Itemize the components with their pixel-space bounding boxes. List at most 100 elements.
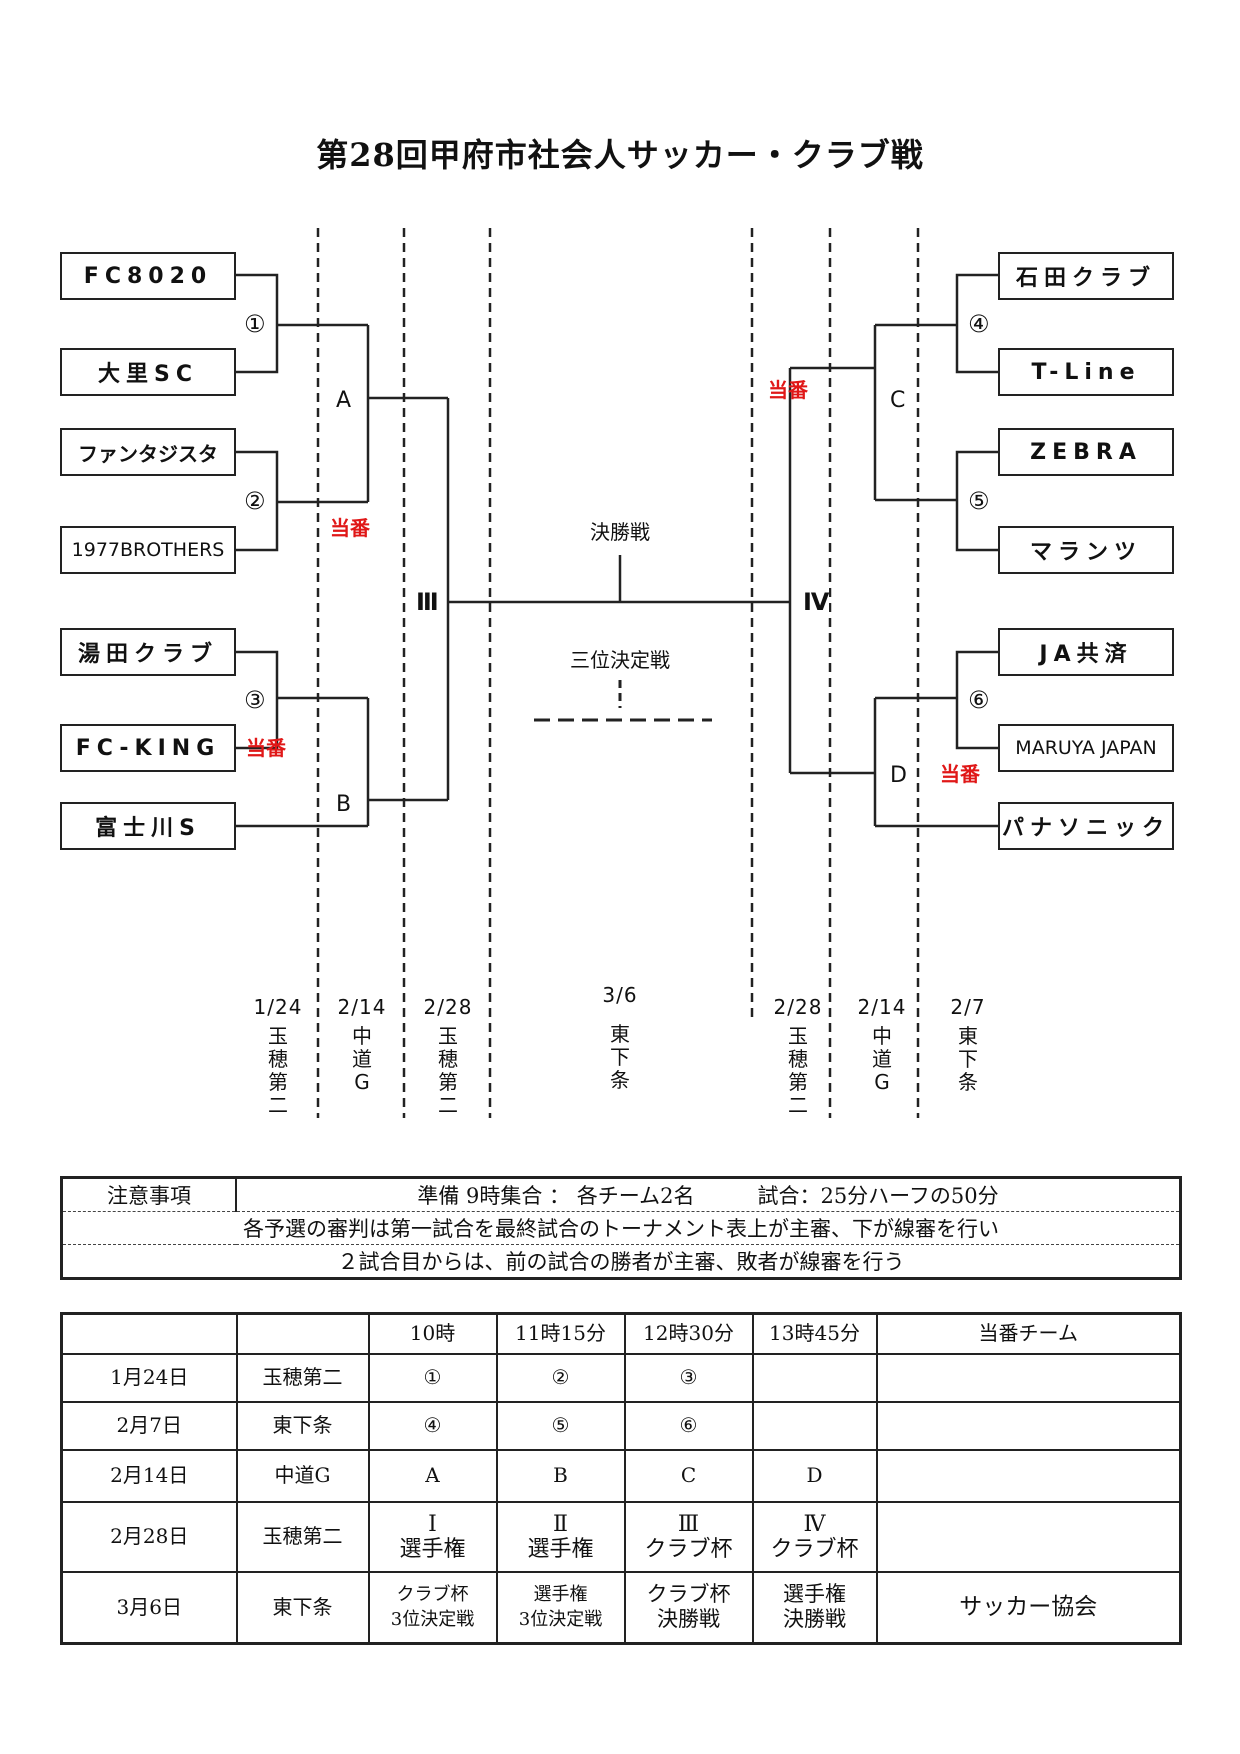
table-header-cell: 12時30分: [623, 1312, 754, 1355]
schedule-column: 2/14 中道G: [332, 996, 392, 1094]
notes-line: 各予選の審判は第一試合を最終試合のトーナメント表上が主審、下が線審を行い: [61, 1211, 1181, 1245]
table-cell: ③: [623, 1352, 754, 1403]
table-cell: [875, 1400, 1182, 1451]
duty-label: 当番: [940, 762, 980, 786]
table-cell: Ⅰ 選手権: [367, 1500, 498, 1573]
team-ishida-club: 石田クラブ: [998, 252, 1174, 300]
table-cell: 3月6日: [60, 1570, 238, 1645]
team-t-line: T-Line: [998, 348, 1174, 396]
table-header-cell: [60, 1312, 238, 1355]
table-row: 2月7日 東下条 ④ ⑤ ⑥: [60, 1400, 1182, 1451]
table-cell: Ⅳ クラブ杯: [751, 1500, 878, 1573]
team-osato-sc: 大里SC: [60, 348, 236, 396]
table-cell: 東下条: [235, 1400, 370, 1451]
round-label-c: C: [890, 388, 906, 413]
schedule-date: 2/7: [950, 995, 986, 1019]
schedule-column: 3/6 東下条: [590, 984, 650, 1092]
table-row: 3月6日 東下条 クラブ杯 3位決定戦 選手権 3位決定戦 クラブ杯 決勝戦 選…: [60, 1570, 1182, 1645]
duty-label: 当番: [246, 736, 286, 760]
team-fc-king: FC-KING: [60, 724, 236, 772]
schedule-column: 2/28 玉穂第二: [418, 996, 478, 1117]
table-cell: ④: [367, 1400, 498, 1451]
table-cell: Ⅱ 選手権: [495, 1500, 626, 1573]
table-cell: 玉穂第二: [235, 1352, 370, 1403]
schedule-venue: 東下条: [958, 1024, 978, 1094]
schedule-venue: 中道G: [352, 1024, 372, 1094]
round-label-a: A: [336, 388, 352, 413]
table-row: 2月14日 中道G A B C D: [60, 1448, 1182, 1503]
table-cell: [751, 1400, 878, 1451]
table-header-cell: 13時45分: [751, 1312, 878, 1355]
match-mark-1: ①: [244, 310, 266, 338]
table-header-cell: 当番チーム: [875, 1312, 1182, 1355]
schedule-column: 2/28 玉穂第二: [768, 996, 828, 1117]
table-cell: Ⅲ クラブ杯: [623, 1500, 754, 1573]
team-yuda-club: 湯田クラブ: [60, 628, 236, 676]
match-mark-5: ⑤: [968, 487, 990, 515]
schedule-venue: 東下条: [610, 1022, 630, 1092]
table-cell: 2月7日: [60, 1400, 238, 1451]
team-ja-kyosai: JA共済: [998, 628, 1174, 676]
table-cell: C: [623, 1448, 754, 1503]
table-cell: D: [751, 1448, 878, 1503]
team-panasonic: パナソニック: [998, 802, 1174, 850]
table-cell: 2月28日: [60, 1500, 238, 1573]
table-cell: サッカー協会: [875, 1570, 1182, 1645]
team-fantasista: ファンタジスタ: [60, 428, 236, 476]
schedule-venue: 玉穂第二: [438, 1024, 458, 1117]
schedule-date: 2/28: [423, 995, 473, 1019]
schedule-column: 2/7 東下条: [938, 996, 998, 1094]
table-cell: 東下条: [235, 1570, 370, 1645]
table-cell: ②: [495, 1352, 626, 1403]
team-1977brothers: 1977BROTHERS: [60, 526, 236, 574]
team-fc8020: FC8020: [60, 252, 236, 300]
table-cell: [875, 1352, 1182, 1403]
notes-line: ２試合目からは、前の試合の勝者が主審、敗者が線審を行う: [61, 1244, 1181, 1279]
team-fujikawa-s: 富士川S: [60, 802, 236, 850]
table-cell: ①: [367, 1352, 498, 1403]
table-cell: [875, 1448, 1182, 1503]
schedule-date: 3/6: [602, 983, 638, 1007]
table-header-cell: [235, 1312, 370, 1355]
match-mark-2: ②: [244, 487, 266, 515]
bracket-lines: [236, 228, 998, 1118]
schedule-table: 10時 11時15分 12時30分 13時45分 当番チーム 1月24日 玉穂第…: [60, 1312, 1182, 1645]
table-cell: ⑥: [623, 1400, 754, 1451]
table-cell: ⑤: [495, 1400, 626, 1451]
table-row: 2月28日 玉穂第二 Ⅰ 選手権 Ⅱ 選手権 Ⅲ クラブ杯 Ⅳ クラブ杯: [60, 1500, 1182, 1573]
duty-label: 当番: [768, 378, 808, 402]
table-cell: [751, 1352, 878, 1403]
match-mark-6: ⑥: [968, 686, 990, 714]
schedule-venue: 玉穂第二: [268, 1024, 288, 1117]
round-label-d: D: [890, 763, 907, 788]
round-label-iii: Ⅲ: [416, 588, 439, 616]
notes-table: 注意事項 準備 9時集合 ： 各チーム2名 試合：25分ハーフの50分 各予選の…: [60, 1176, 1182, 1280]
table-row: 1月24日 玉穂第二 ① ② ③: [60, 1352, 1182, 1403]
table-header-row: 10時 11時15分 12時30分 13時45分 当番チーム: [60, 1312, 1182, 1355]
table-cell: 選手権 3位決定戦: [495, 1570, 626, 1645]
table-cell: B: [495, 1448, 626, 1503]
schedule-venue: 中道G: [872, 1024, 892, 1094]
duty-label: 当番: [330, 516, 370, 540]
third-place-label: 三位決定戦: [570, 648, 670, 672]
schedule-date: 2/28: [773, 995, 823, 1019]
final-label: 決勝戦: [590, 520, 650, 544]
team-marantz: マランツ: [998, 526, 1174, 574]
table-cell: 中道G: [235, 1448, 370, 1503]
team-zebra: ZEBRA: [998, 428, 1174, 476]
schedule-venue: 玉穂第二: [788, 1024, 808, 1117]
table-cell: 2月14日: [60, 1448, 238, 1503]
table-cell: クラブ杯 決勝戦: [623, 1570, 754, 1645]
schedule-column: 1/24 玉穂第二: [248, 996, 308, 1117]
table-cell: 1月24日: [60, 1352, 238, 1403]
round-label-b: B: [336, 792, 352, 817]
table-cell: 選手権 決勝戦: [751, 1570, 878, 1645]
match-mark-3: ③: [244, 686, 266, 714]
table-cell: クラブ杯 3位決定戦: [367, 1570, 498, 1645]
schedule-date: 2/14: [337, 995, 387, 1019]
page-title: 第28回甲府市社会人サッカー・クラブ戦: [316, 136, 924, 174]
round-label-iv: Ⅳ: [803, 588, 830, 616]
notes-line: 準備 9時集合 ： 各チーム2名 試合：25分ハーフの50分: [417, 1184, 999, 1208]
schedule-date: 1/24: [253, 995, 303, 1019]
